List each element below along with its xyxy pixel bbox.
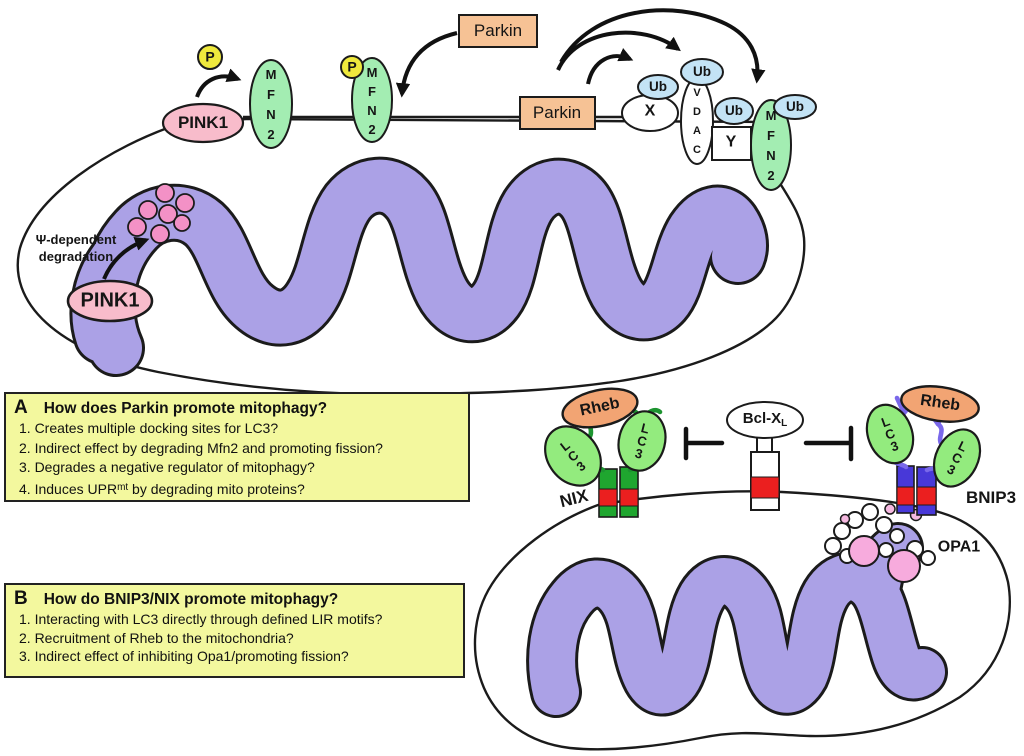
parkin-floating-box xyxy=(458,14,538,48)
panel-b-item-2: 2. Recruitment of Rheb to the mitochondr… xyxy=(19,629,294,646)
mfn2-left-label: M F N 2 xyxy=(265,67,277,142)
bclxl-main-text: Bcl-X xyxy=(742,409,782,427)
panel-a-item-3: 3. Degrades a negative regulator of mito… xyxy=(19,459,315,475)
ubiquitination-arc-3 xyxy=(559,8,766,84)
panel-a-item-4: 4. Induces UPRmt by degrading mito prote… xyxy=(19,480,305,497)
ub-on-vdac-shape xyxy=(680,58,724,86)
panel-a-title-row: A How does Parkin promote mitophagy? xyxy=(14,397,460,419)
mfn2-phospho-shape xyxy=(351,57,393,143)
bclxl-inhibits-bnip3-tbar xyxy=(803,425,854,462)
bclxl-oval xyxy=(726,401,804,439)
bclxl-subscript: L xyxy=(781,417,788,429)
mfn2-right-shape xyxy=(750,99,792,191)
ub-on-x-label: Ub xyxy=(649,78,667,94)
top-arrows xyxy=(195,8,766,98)
pink1-inner-shape xyxy=(66,279,154,323)
parkin-membrane-label: Parkin xyxy=(532,103,582,123)
rheb-left-shape xyxy=(561,387,639,429)
pink1-outer-shape xyxy=(161,102,245,144)
upr-mt-superscript: mt xyxy=(117,481,129,493)
panel-a: A How does Parkin promote mitophagy? 1. … xyxy=(4,392,470,502)
phospho-circle-2 xyxy=(340,55,364,79)
panel-a-letter: A xyxy=(14,397,28,418)
vdac-label: V D A C xyxy=(693,87,701,156)
pink1-outer-label: PINK1 xyxy=(177,113,229,133)
psi-degradation-note: Ψ-dependent degradation xyxy=(35,232,117,264)
parkin-membrane-box xyxy=(519,96,596,130)
nix-dimer xyxy=(598,466,639,518)
substrate-x-label: X xyxy=(644,102,656,120)
mito2-cristae xyxy=(529,525,945,715)
ub-on-y-shape xyxy=(714,97,754,125)
bclxl-complex xyxy=(726,401,804,511)
parkin-recruitment-arrow xyxy=(395,31,458,98)
mfn2-left-shape xyxy=(249,59,293,149)
opa1-large-circle-2 xyxy=(887,549,921,583)
ub-on-vdac-label: Ub xyxy=(693,63,711,79)
opa1-label: OPA1 xyxy=(937,538,981,556)
panel-b-heading: How do BNIP3/NIX promote mitophagy? xyxy=(43,591,339,608)
mfn2-phospho-label: M F N 2 xyxy=(366,65,378,137)
panel-b-item-3: 3. Indirect effect of inhibiting Opa1/pr… xyxy=(19,648,349,664)
rheb-right-shape xyxy=(900,385,980,423)
panel-a-item-2: 2. Indirect effect by degrading Mfn2 and… xyxy=(19,439,383,456)
phospho-circle-1 xyxy=(197,44,223,70)
lc3-nix-left-shape xyxy=(544,425,602,487)
panel-a-heading: How does Parkin promote mitophagy? xyxy=(43,400,328,417)
panel-b-item-1: 1. Interacting with LC3 directly through… xyxy=(19,611,383,627)
ub-on-mfn2-label: Ub xyxy=(786,98,804,114)
phospho-label-2: P xyxy=(347,58,357,75)
inhibition-tbars xyxy=(683,425,854,462)
ub-on-mfn2-shape xyxy=(773,94,817,120)
panel-b-letter: B xyxy=(14,588,28,609)
panel-b: B How do BNIP3/NIX promote mitophagy? 1.… xyxy=(4,583,465,678)
opa1-large-circle-1 xyxy=(848,535,880,567)
bnip3-dimer xyxy=(896,465,937,516)
bnip3-label: BNIP3 xyxy=(965,488,1017,508)
pink1-inner-label: PINK1 xyxy=(80,289,140,312)
panel-b-title-row: B How do BNIP3/NIX promote mitophagy? xyxy=(14,588,455,610)
substrate-y-box xyxy=(711,126,752,161)
ub-on-x-shape xyxy=(637,74,679,100)
ubiquitination-arc-2 xyxy=(556,30,681,71)
psi-degradation-arrow xyxy=(102,236,150,280)
lc3-bnip3-right-shape xyxy=(932,428,982,488)
pink1-to-mfn2-arrow xyxy=(195,68,242,98)
mfn2-right-label: M F N 2 xyxy=(765,108,777,183)
bclxl-inhibits-nix-tbar xyxy=(683,426,725,461)
substrate-y-label: Y xyxy=(725,133,737,151)
panel-a-item-1: 1. Creates multiple docking sites for LC… xyxy=(19,420,279,436)
opa1-oligomer xyxy=(824,503,936,583)
parkin-floating-label: Parkin xyxy=(473,21,523,41)
ubiquitination-arc-1 xyxy=(586,48,634,85)
pink1-fragment-dots xyxy=(127,183,195,244)
lc3-nix-right-shape xyxy=(617,410,667,472)
bclxl-label: Bcl-XL xyxy=(742,409,788,430)
ub-on-y-label: Ub xyxy=(725,102,743,118)
lc3-bnip3-left-shape xyxy=(865,403,915,465)
phospho-label-1: P xyxy=(205,48,215,65)
